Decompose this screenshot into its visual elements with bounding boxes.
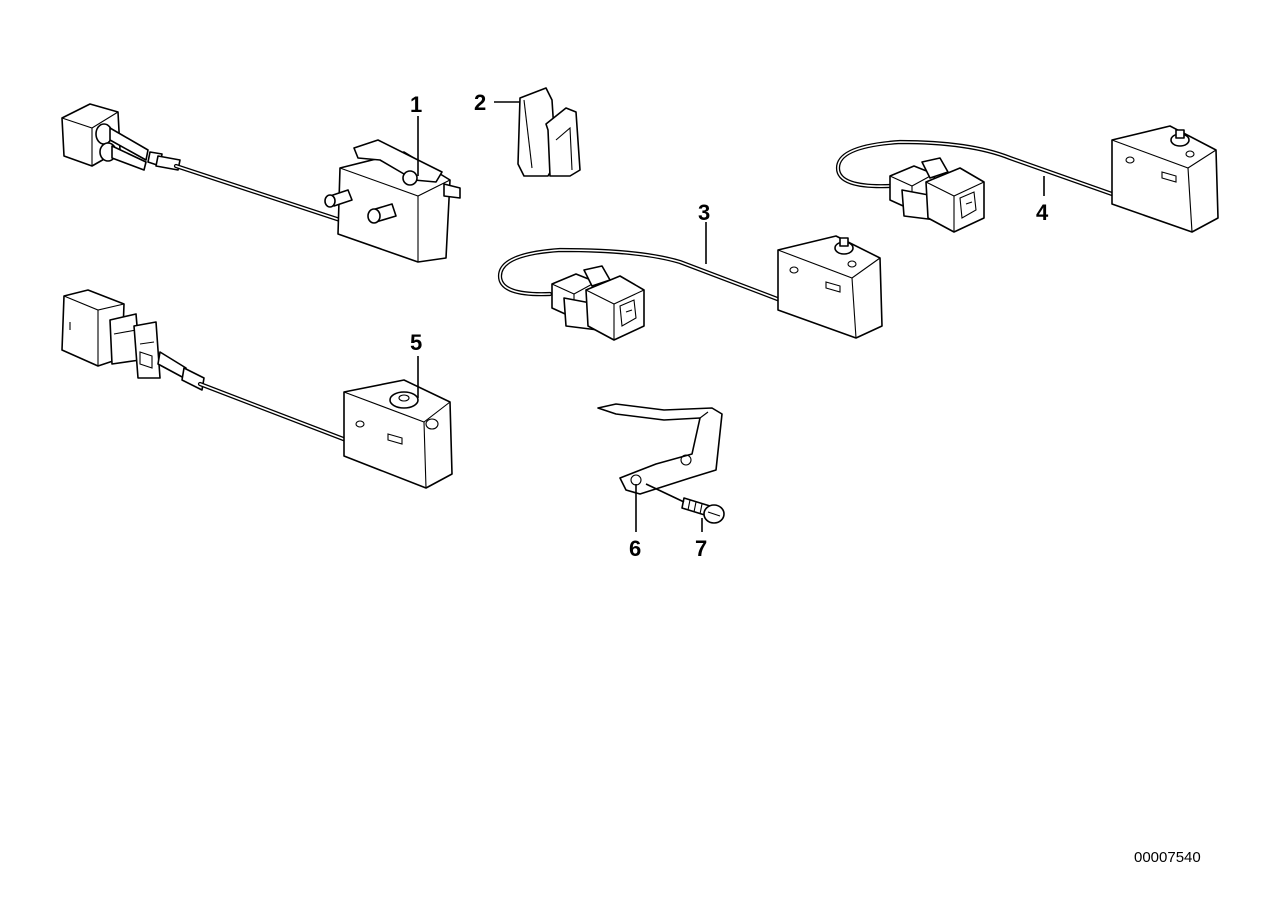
part-6-bracket[interactable] (597, 403, 723, 495)
part-3-connector (551, 265, 645, 341)
part-1-switch-body (324, 139, 461, 263)
callout-4[interactable]: 4 (1036, 200, 1049, 225)
callout-2[interactable]: 2 (474, 90, 486, 115)
callout-3[interactable]: 3 (698, 200, 710, 225)
part-2-clip[interactable] (517, 87, 581, 177)
callout-5[interactable]: 5 (410, 330, 422, 355)
part-4-microswitch-with-connector[interactable] (835, 125, 1219, 233)
part-1-plug (61, 103, 181, 171)
part-3-microswitch-with-connector[interactable] (497, 235, 883, 341)
callout-7[interactable]: 7 (695, 536, 707, 561)
callout-6[interactable]: 6 (629, 536, 641, 561)
part-5-microswitch-with-plug[interactable] (61, 289, 453, 489)
part-5-plug (61, 289, 187, 379)
part-1-microswitch-with-lever[interactable] (61, 103, 461, 263)
part-3-switch-body (777, 235, 883, 339)
callout-1[interactable]: 1 (410, 92, 422, 117)
part-4-switch-body (1111, 125, 1219, 233)
part-7-screw[interactable] (681, 497, 725, 524)
part-5-switch-body (343, 379, 453, 489)
leader-lines (417, 101, 1045, 532)
diagram-reference-number: 00007540 (1134, 849, 1201, 866)
part-4-connector (889, 157, 985, 233)
